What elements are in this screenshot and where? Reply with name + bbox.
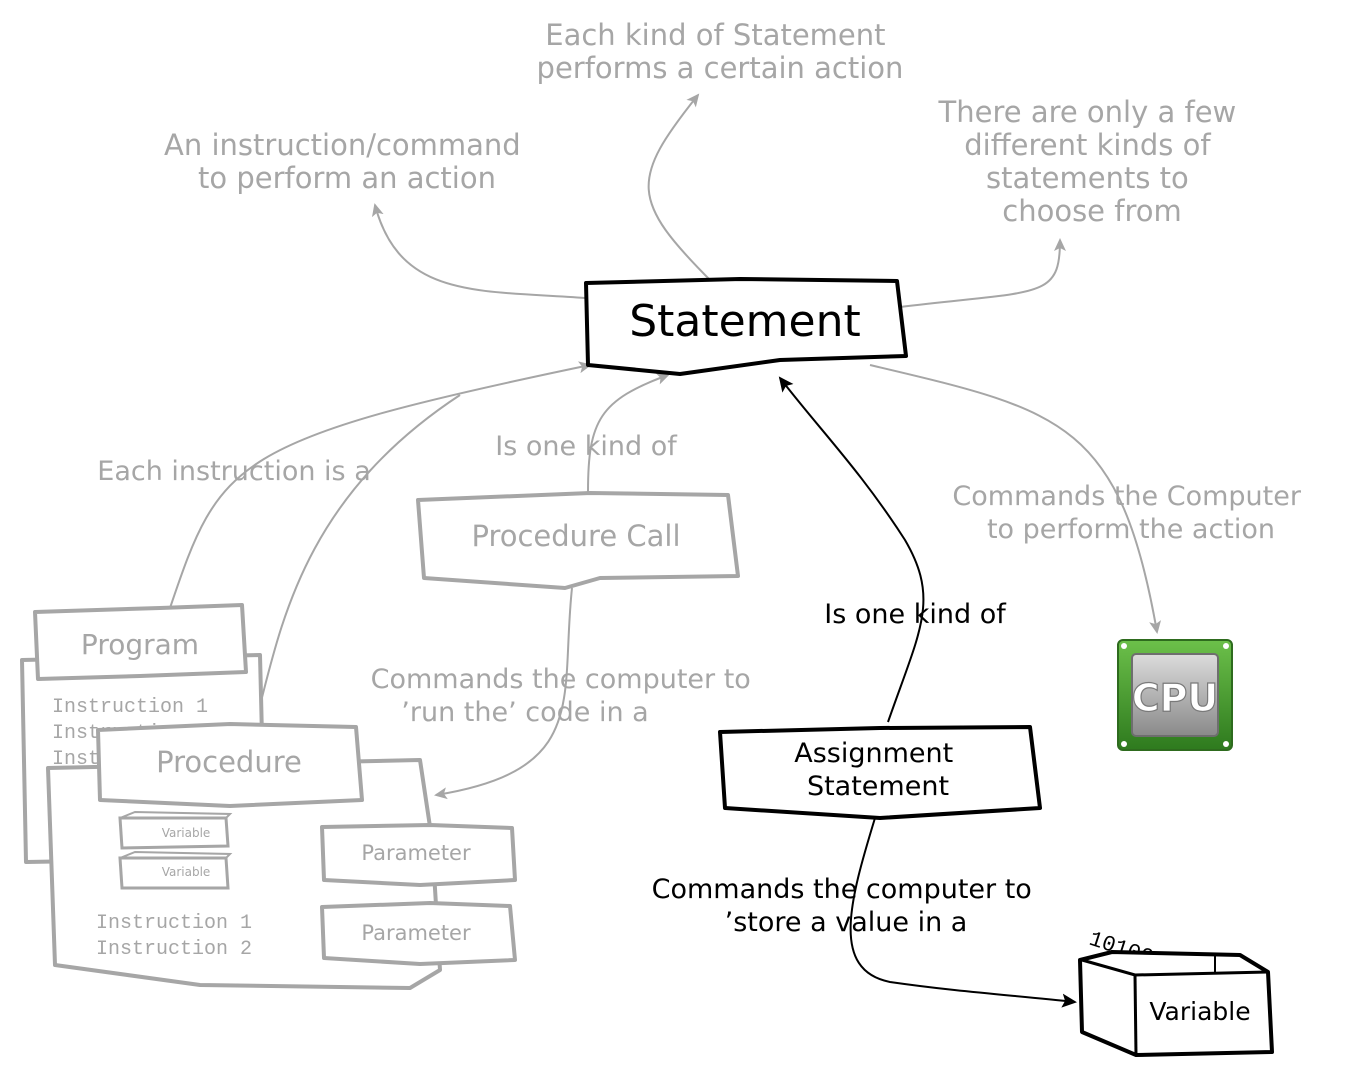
cpu-icon: CPU <box>1117 639 1233 751</box>
procedure-call-label: Procedure Call <box>471 519 680 553</box>
is-one-kind-of-call-label: Is one kind of <box>495 431 678 462</box>
procedure-instructions: Instruction 1 Instruction 2 <box>96 912 252 961</box>
store-value-label: Commands the computer to ’store a value … <box>652 874 1041 938</box>
run-code-label: Commands the computer to ’run the’ code … <box>371 664 760 728</box>
parameter-1[interactable]: Parameter <box>320 823 517 887</box>
edge-program-to-statement <box>169 361 592 609</box>
svg-text:Variable: Variable <box>162 865 211 879</box>
edge-procedure-call-to-statement <box>587 373 670 493</box>
edge-statement-to-few-kinds-note <box>899 238 1066 308</box>
edge-statement-to-cpu <box>869 364 1162 634</box>
procedure-label: Procedure <box>156 745 302 779</box>
svg-text:Instruction 2: Instruction 2 <box>96 938 252 961</box>
procedure-variable-1[interactable]: Variable <box>118 810 233 850</box>
edge-statement-to-each-kind-note <box>647 93 713 283</box>
each-instruction-label: Each instruction is a <box>97 456 370 487</box>
assignment-statement-label: Assignment Statement <box>794 738 962 802</box>
commands-computer-action-label: Commands the Computer to perform the act… <box>952 481 1309 545</box>
procedure-node[interactable]: Procedure Variable Variable Instruction … <box>46 722 517 990</box>
instruction-command-note: An instruction/command to perform an act… <box>164 128 530 195</box>
each-kind-note: Each kind of Statement performs a certai… <box>537 18 904 85</box>
svg-text:CPU: CPU <box>1132 676 1219 720</box>
edge-procedure-call-to-procedure <box>434 587 573 800</box>
procedure-variable-2[interactable]: Variable <box>118 850 233 890</box>
variable-node[interactable]: 101001 Variable <box>1078 927 1274 1057</box>
assignment-statement-node[interactable]: Assignment Statement <box>718 725 1042 820</box>
procedure-call-node[interactable]: Procedure Call <box>416 491 740 590</box>
variable-label: Variable <box>1149 997 1250 1026</box>
edge-statement-to-instruction-note <box>372 203 586 299</box>
parameter-2[interactable]: Parameter <box>320 901 517 966</box>
statement-node[interactable]: Statement <box>584 277 908 376</box>
statement-label: Statement <box>629 296 861 347</box>
edge-assignment-to-statement <box>778 376 925 723</box>
edge-assignment-to-variable <box>849 817 1077 1008</box>
program-label: Program <box>81 628 199 661</box>
svg-text:Instruction 1: Instruction 1 <box>96 912 252 935</box>
few-kinds-note: There are only a few different kinds of … <box>938 95 1246 228</box>
svg-text:Parameter: Parameter <box>361 921 471 945</box>
svg-text:Variable: Variable <box>162 826 211 840</box>
is-one-kind-of-assignment-label: Is one kind of <box>824 599 1007 630</box>
svg-text:Parameter: Parameter <box>361 841 471 865</box>
svg-text:Instruction 1: Instruction 1 <box>52 696 208 719</box>
edge-procedure-to-statement <box>254 394 461 726</box>
